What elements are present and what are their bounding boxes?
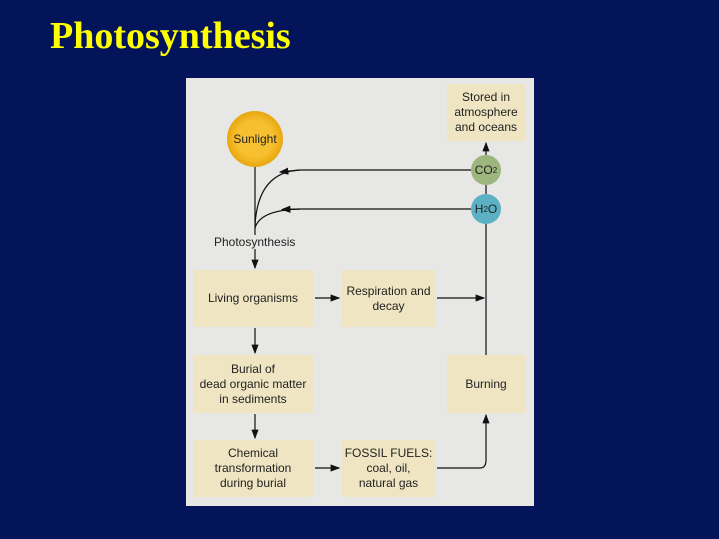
h2o-label: H [474, 202, 484, 216]
slide-title: Photosynthesis [50, 15, 291, 57]
sunlight-node: Sunlight [227, 111, 283, 167]
burning-box: Burning [447, 355, 525, 413]
burial-box: Burial of dead organic matter in sedimen… [193, 355, 313, 413]
h2o-label-o: O [487, 202, 498, 216]
chemical-transformation-box: Chemical transformation during burial [193, 440, 313, 497]
arrowhead-h2o-to-photosynthesis [280, 205, 301, 213]
arrow-co2-to-photosynthesis [254, 169, 471, 226]
fossil-fuels-box: FOSSIL FUELS: coal, oil, natural gas [341, 440, 436, 497]
arrowhead-co2-to-photosynthesis [278, 167, 301, 175]
photosynthesis-label: Photosynthesis [214, 235, 296, 249]
sunlight-label: Sunlight [233, 132, 277, 146]
co2-label: CO [474, 163, 493, 177]
arrow-fossil-to-burning [437, 413, 490, 469]
h2o-subscript: 2 [483, 204, 488, 214]
living-organisms-box: Living organisms [193, 270, 313, 327]
respiration-box: Respiration and decay [341, 270, 436, 327]
stored-box: Stored in atmosphere and oceans [447, 84, 525, 141]
co2-subscript: 2 [492, 165, 498, 175]
arrow-h2o-to-photosynthesis [254, 208, 471, 229]
